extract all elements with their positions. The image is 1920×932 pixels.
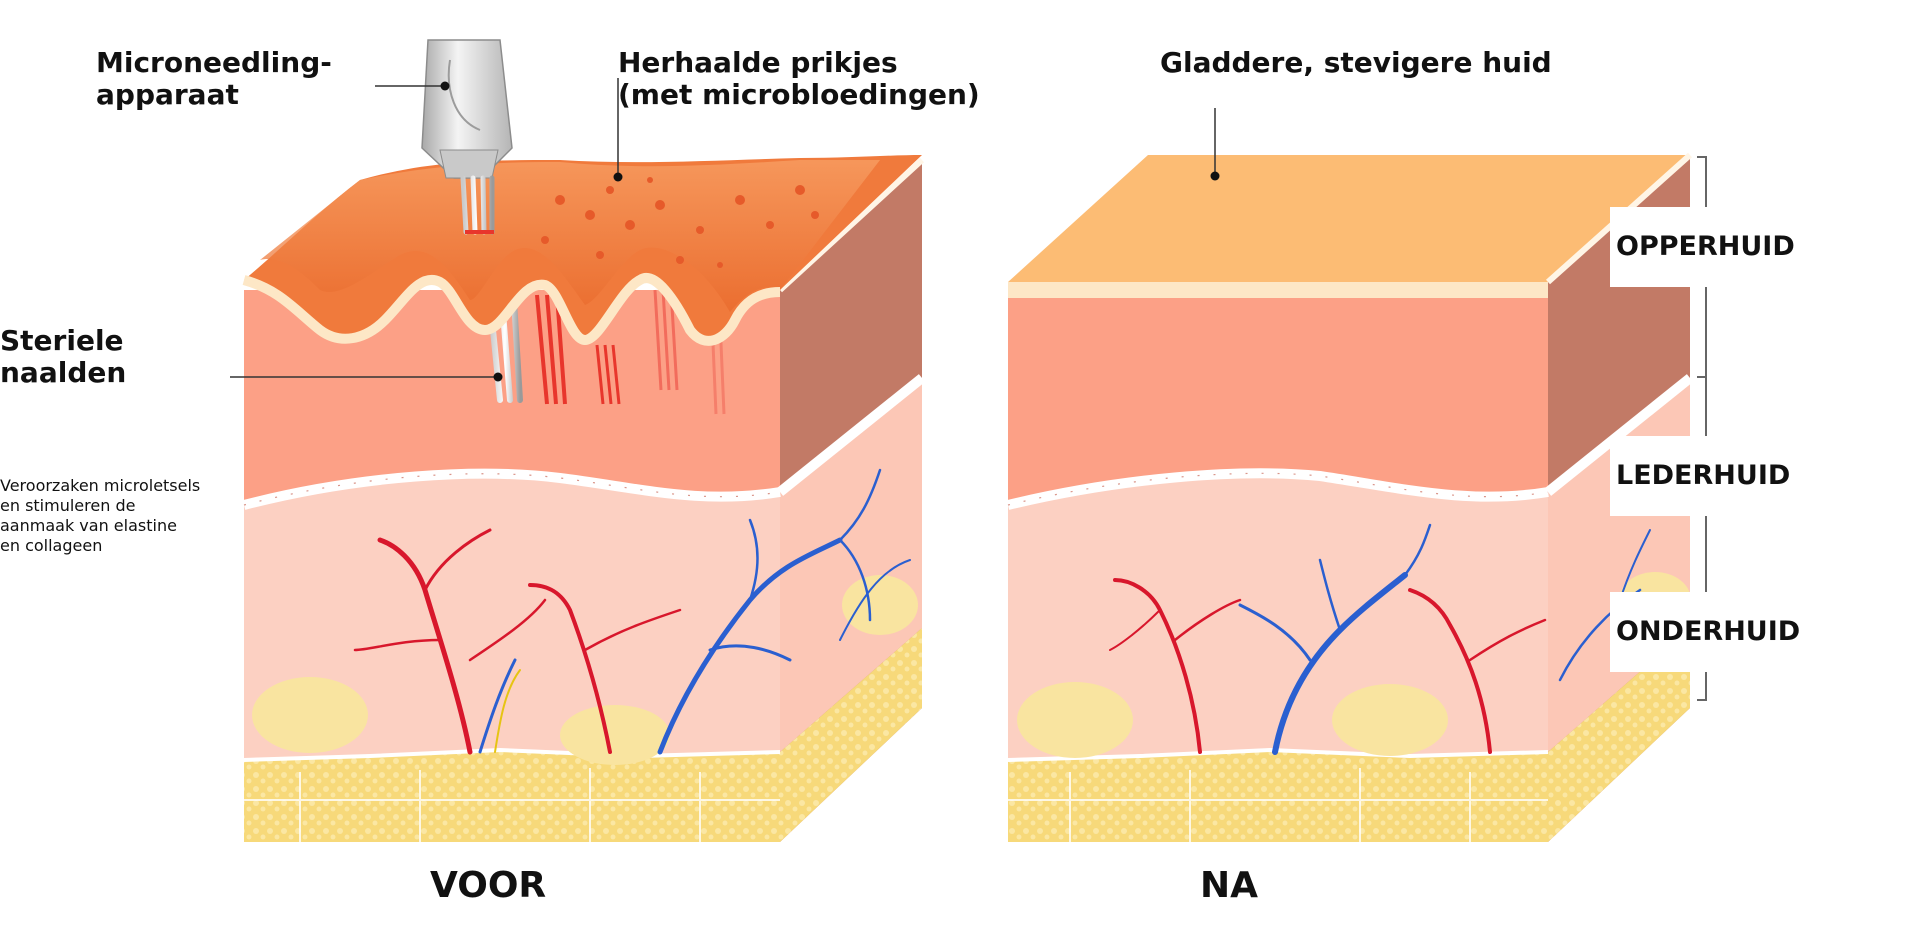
side-dermis-before	[780, 378, 922, 752]
puncture-dots	[541, 177, 819, 268]
needles-label: Steriele naalden	[0, 325, 126, 389]
leader-lines	[230, 78, 1220, 382]
side-edge-before	[777, 157, 925, 293]
microneedling-device	[421, 39, 513, 235]
top-face-after	[1008, 155, 1690, 282]
hypodermis-front-after	[1008, 750, 1548, 842]
fat-globule	[252, 677, 368, 753]
result-label: Gladdere, stevigere huid	[1160, 46, 1552, 79]
pricks-label: Herhaalde prikjes (met microbloedingen)	[618, 47, 980, 111]
hypodermis-front-before	[244, 750, 780, 842]
layer-bracket	[1697, 156, 1707, 701]
needles-label-line: naalden	[0, 356, 127, 389]
skin-block-before	[242, 39, 926, 842]
blood-vessels-after	[1109, 523, 1651, 755]
effect-note-line: en collageen	[0, 536, 103, 555]
effect-note-line: aanmaak van elastine	[0, 516, 177, 535]
caption-before: VOOR	[430, 865, 547, 906]
device-label-line: Microneedling-	[96, 46, 332, 79]
effect-note-line: Veroorzaken microletsels	[0, 476, 201, 495]
fat-globule	[1332, 684, 1448, 756]
effect-note-line: en stimuleren de	[0, 496, 136, 515]
device-label-line: apparaat	[96, 78, 239, 111]
side-fat-after	[1548, 628, 1690, 842]
skin-block-after	[1006, 152, 1694, 842]
layer-label-hypodermis: ONDERHUID	[1610, 592, 1805, 672]
dermis-front-before	[244, 473, 780, 760]
layer-label-epidermis: OPPERHUID	[1610, 207, 1799, 287]
fat-globule	[1017, 682, 1133, 758]
side-fat-before	[780, 628, 922, 842]
device-label: Microneedling- apparaat	[96, 47, 332, 111]
layer-label-dermis: LEDERHUID	[1610, 436, 1795, 516]
basement-membrane-before	[242, 468, 781, 510]
blood-vessels-before	[353, 468, 911, 755]
fat-globule	[842, 575, 918, 635]
pricks-label-line: Herhaalde prikjes	[618, 46, 898, 79]
effect-note: Veroorzaken microletsels en stimuleren d…	[0, 476, 200, 556]
caption-after: NA	[1200, 865, 1258, 906]
pricks-label-line: (met microbloedingen)	[618, 78, 980, 111]
fat-globule	[560, 705, 670, 765]
needles-label-line: Steriele	[0, 324, 124, 357]
